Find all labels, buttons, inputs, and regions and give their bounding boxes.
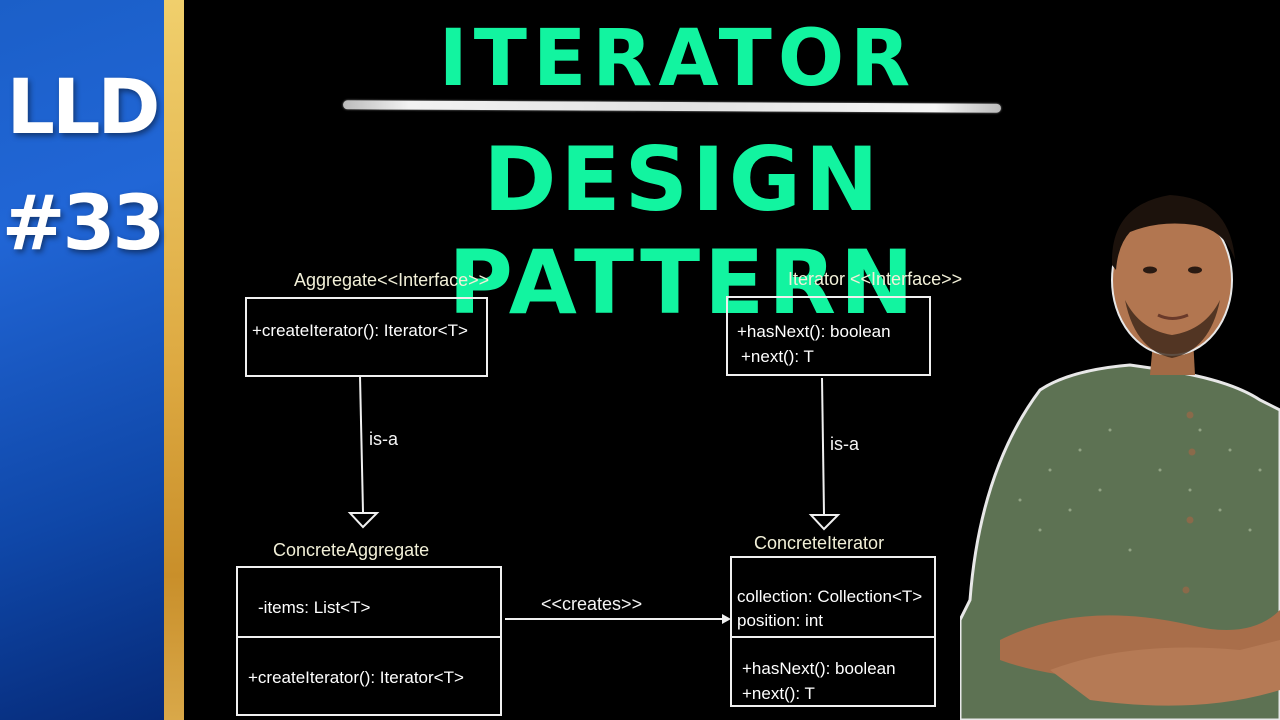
concrete-iterator-field: position: int <box>737 611 823 630</box>
series-banner <box>0 0 164 720</box>
gold-stripe <box>164 0 184 720</box>
presenter-photo <box>960 195 1280 720</box>
iterator-class-name: Iterator <<Interface>> <box>788 269 963 289</box>
aggregate-isa-label: is-a <box>369 429 399 449</box>
iterator-method: +hasNext(): boolean <box>737 322 891 341</box>
series-label: LLD <box>6 62 161 151</box>
title-line-2: DESIGN PATTERN <box>448 128 918 334</box>
iterator-isa-label: is-a <box>830 434 860 454</box>
concrete-aggregate-class-name: ConcreteAggregate <box>273 540 430 560</box>
concrete-aggregate-method: +createIterator(): Iterator<T> <box>248 668 464 687</box>
iterator-class-box: +hasNext(): boolean +next(): T <box>726 296 931 376</box>
concrete-iterator-method: +hasNext(): boolean <box>742 659 896 678</box>
aggregate-class-name: Aggregate<<Interface>> <box>294 270 490 290</box>
concrete-iterator-class-box: collection: Collection<T> position: int … <box>730 556 936 707</box>
concrete-iterator-class-name: ConcreteIterator <box>754 533 885 553</box>
creates-label: <<creates>> <box>541 594 643 614</box>
iterator-method: +next(): T <box>741 347 814 366</box>
concrete-aggregate-field: -items: List<T> <box>258 598 371 617</box>
aggregate-class-box: +createIterator(): Iterator<T> <box>245 297 488 377</box>
episode-number: #33 <box>1 178 165 267</box>
class-divider <box>238 636 500 638</box>
concrete-aggregate-class-box: -items: List<T> +createIterator(): Itera… <box>236 566 502 716</box>
concrete-iterator-method: +next(): T <box>742 684 815 703</box>
aggregate-method: +createIterator(): Iterator<T> <box>252 321 468 340</box>
class-divider <box>732 636 934 638</box>
concrete-iterator-field: collection: Collection<T> <box>737 587 923 606</box>
title-line-1: ITERATOR <box>438 14 917 104</box>
